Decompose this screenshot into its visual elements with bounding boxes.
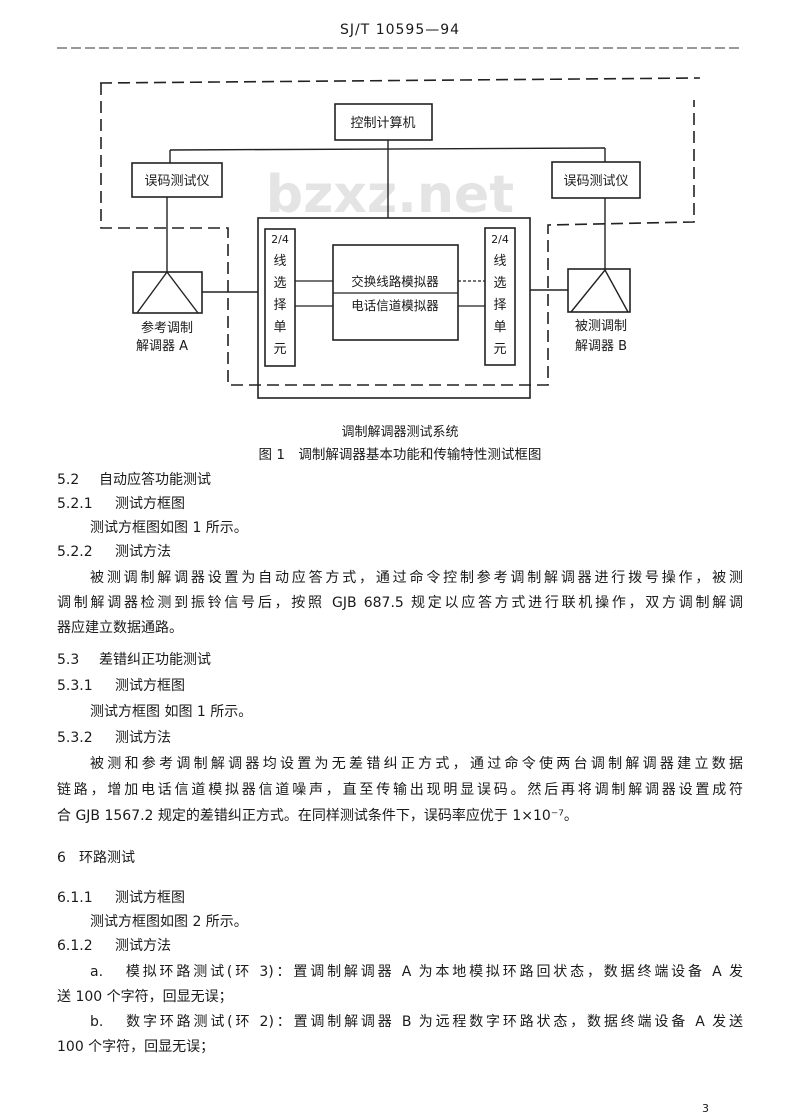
control-computer-box [334, 103, 433, 141]
paragraph: 测试方框图 如图 1 所示。 [90, 704, 253, 720]
ber-tester-right-label: 误码测试仪 [563, 174, 628, 189]
modem-b-box [567, 268, 631, 313]
modem-a-box [132, 271, 203, 314]
dashed-top [99, 77, 701, 84]
paragraph: 测试方框图如图 2 所示。 [90, 914, 248, 930]
line-select-right-char: 单 [493, 320, 506, 335]
list-item-a: a.模拟环路测试(环 3)：置调制解调器 A 为本地模拟环路回状态，数据终端设备… [90, 964, 744, 980]
line-select-right-char: 线 [493, 254, 506, 269]
figure-caption: 图 1 调制解调器基本功能和传输特性测试框图 [258, 447, 542, 463]
modem-b-icon [570, 268, 629, 313]
ber-tester-right-box [551, 161, 641, 199]
line-select-unit-left [264, 228, 296, 367]
line-select-left-char: 2/4 [271, 233, 289, 246]
ber-tester-left-box [131, 162, 223, 198]
modem-a-label: 参考调制 [141, 320, 193, 336]
list-item-b-cont: 100 个字符，回显无误； [57, 1039, 215, 1055]
line-select-unit-right [484, 227, 516, 366]
modem-a-label: 解调器 A [136, 339, 188, 354]
paragraph-line: 器应建立数据通路。 [57, 620, 183, 636]
line-select-right-char: 择 [493, 298, 506, 313]
paragraph-line: 调制解调器检测到振铃信号后，按照 GJB 687.5 规定以应答方式进行联机操作… [57, 595, 743, 611]
control-computer-label: 控制计算机 [350, 116, 415, 131]
paragraph-line: 被测和参考调制解调器均设置为无差错纠正方式，通过命令使两台调制解调器建立数据 [90, 756, 743, 772]
telephone-channel-simulator: 电话信道模拟器 [351, 298, 439, 313]
modem-b-label: 被测调制 [575, 319, 627, 334]
watermark: bzxz.net [266, 165, 514, 225]
list-item-a-cont: 送 100 个字符，回显无误； [57, 989, 233, 1005]
paragraph-line: 被测调制解调器设置为自动应答方式，通过命令控制参考调制解调器进行拨号操作，被测 [90, 570, 743, 586]
line-select-left-char: 单 [273, 320, 286, 335]
paragraph-line: 合 GJB 1567.2 规定的差错纠正方式。在同样测试条件下，误码率应优于 1… [57, 808, 578, 824]
dashed-loop [100, 83, 695, 386]
paragraph: 测试方框图如图 1 所示。 [90, 520, 248, 536]
line-select-right-char: 选 [493, 276, 506, 291]
modem-b-label: 解调器 B [575, 339, 627, 354]
line-select-left-char: 择 [273, 298, 286, 313]
list-item-b: b.数字环路测试(环 2)：置调制解调器 B 为远程数字环路状态，数据终端设备 … [90, 1014, 743, 1030]
modem-a-icon [136, 270, 199, 314]
line-select-left-char: 元 [273, 342, 286, 357]
switch-line-simulator: 交换线路模拟器 [351, 274, 439, 289]
line-select-right-char: 2/4 [491, 233, 509, 246]
line-select-left-char: 线 [273, 254, 286, 269]
standard-code-header: SJ/T 10595—94 [339, 22, 461, 38]
page-number: 3 [702, 1102, 709, 1115]
switch-matrix-box [257, 217, 531, 399]
paragraph-line: 链路，增加电话信道模拟器信道噪声，直至传输出现明显误码。然后再将调制解调器设置成… [57, 782, 743, 798]
line-select-right-char: 元 [493, 342, 506, 357]
system-label: 调制解调器测试系统 [341, 425, 459, 440]
ber-tester-left-label: 误码测试仪 [144, 174, 209, 189]
line-select-left-char: 选 [273, 276, 286, 291]
